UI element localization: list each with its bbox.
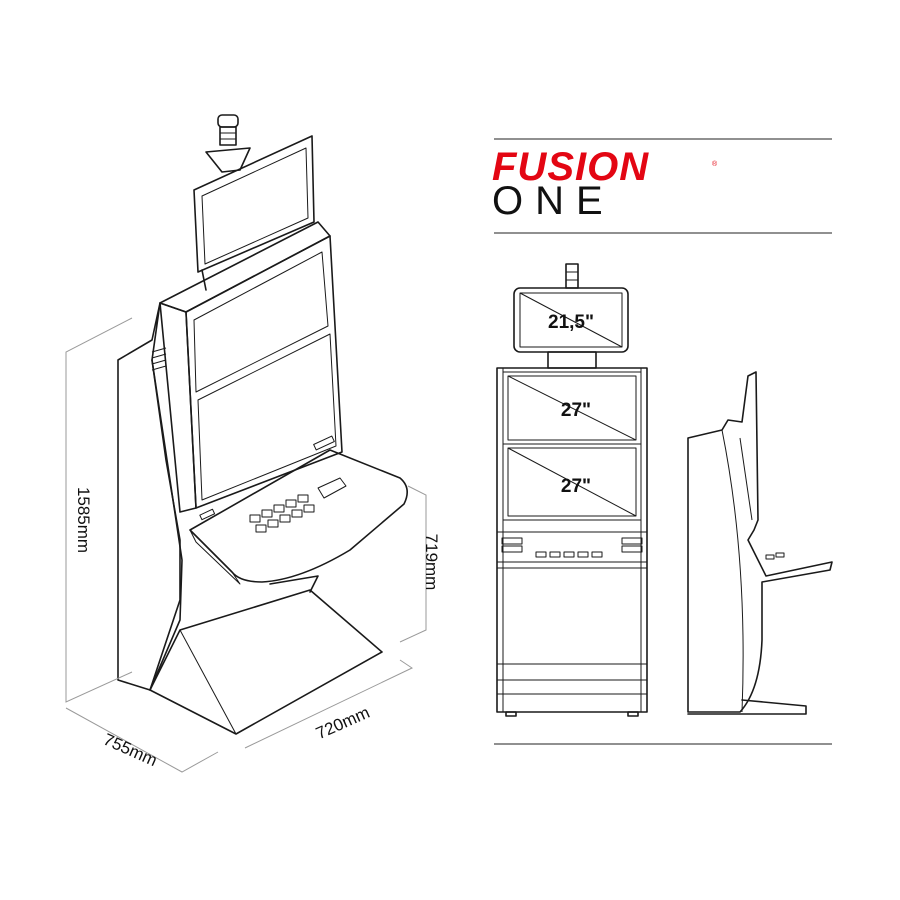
upper-screen-size-label: 27" xyxy=(561,400,591,421)
topper-size-label: 21,5" xyxy=(548,312,594,333)
brand-logo: FUSION xyxy=(492,145,649,189)
registered-mark: ® xyxy=(712,160,718,168)
front-lower-screen xyxy=(502,443,642,521)
button-deck-iso xyxy=(189,435,408,585)
deck-height-dimension-label: 719mm xyxy=(422,534,441,591)
width-dimension-label: 720mm xyxy=(313,703,373,743)
side-view xyxy=(687,371,833,715)
front-tower-light-icon xyxy=(565,263,579,289)
front-view: 21,5" 27" 27" xyxy=(496,263,648,717)
front-upper-screen xyxy=(502,371,642,445)
isometric-cabinet: 1585mm 755mm 720mm 719mm xyxy=(65,114,441,773)
side-cabinet-outline xyxy=(687,371,833,713)
tower-light-icon xyxy=(205,114,251,173)
button-grid xyxy=(249,477,347,533)
cabinet-head-iso xyxy=(151,221,343,513)
height-dimension-label: 1585mm xyxy=(74,487,93,553)
front-button-deck xyxy=(496,531,648,569)
cabinet-body-iso xyxy=(117,302,183,691)
dimension-lines xyxy=(65,317,427,773)
brand-block: FUSION ® ONE xyxy=(492,138,832,234)
lower-screen-size-label: 27" xyxy=(561,476,591,497)
model-name: ONE xyxy=(492,179,615,223)
depth-dimension-label: 755mm xyxy=(100,730,160,770)
cabinet-base-iso xyxy=(149,575,383,735)
